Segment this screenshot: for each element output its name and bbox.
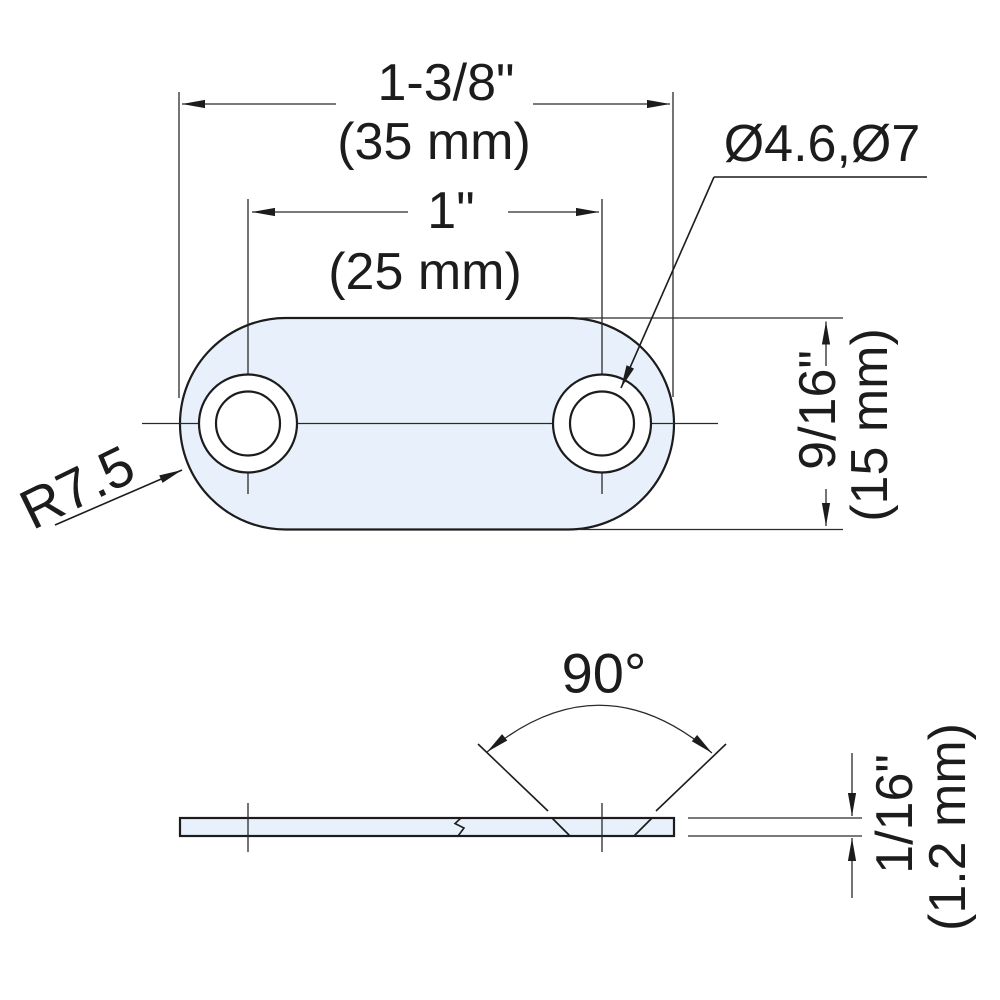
spacing-dim-inch-label: 1" — [427, 182, 474, 240]
thickness-dimension: 1/16" (1.2 mm) — [688, 723, 977, 931]
height-dimension: 9/16" (15 mm) — [580, 317, 899, 531]
width-dim-metric-label: (35 mm) — [337, 113, 531, 171]
height-dim-inch-label: 9/16" — [789, 350, 847, 470]
angle-ext-line-left — [477, 743, 549, 812]
radius-leader — [54, 469, 183, 526]
radius-callout: R7.5 — [10, 433, 183, 541]
width-dim-inch-label: 1-3/8" — [378, 54, 515, 112]
countersink-chamfer-left — [551, 817, 571, 837]
right-hole-bore — [568, 390, 636, 457]
angle-ext-line-right — [655, 743, 727, 812]
left-hole-bore — [214, 390, 282, 457]
hole-callout-leader — [620, 176, 715, 389]
angle-dim-label: 90° — [562, 642, 647, 705]
top-view: 1-3/8" (35 mm) 1" (25 mm) 9/16" (15 mm) … — [10, 54, 927, 541]
hole-diameter-label: Ø4.6,Ø7 — [724, 115, 921, 173]
spacing-dimension: 1" (25 mm) — [252, 182, 599, 301]
height-dim-metric-label: (15 mm) — [841, 328, 899, 522]
side-view: 90° 1/16" (1.2 mm) — [178, 642, 977, 931]
plate-side-outline — [178, 816, 676, 838]
spacing-dim-metric-label: (25 mm) — [328, 243, 522, 301]
radius-label: R7.5 — [10, 433, 144, 541]
countersink-angle-dimension: 90° — [477, 642, 727, 812]
angle-dim-arc — [486, 704, 713, 754]
thickness-dim-metric-label: (1.2 mm) — [919, 723, 977, 931]
width-dimension: 1-3/8" (35 mm) — [178, 54, 674, 398]
countersink-chamfer-right — [633, 817, 653, 837]
break-line — [453, 817, 466, 837]
hole-diameter-callout: Ø4.6,Ø7 — [620, 115, 927, 389]
thickness-dim-inch-label: 1/16" — [866, 754, 924, 874]
